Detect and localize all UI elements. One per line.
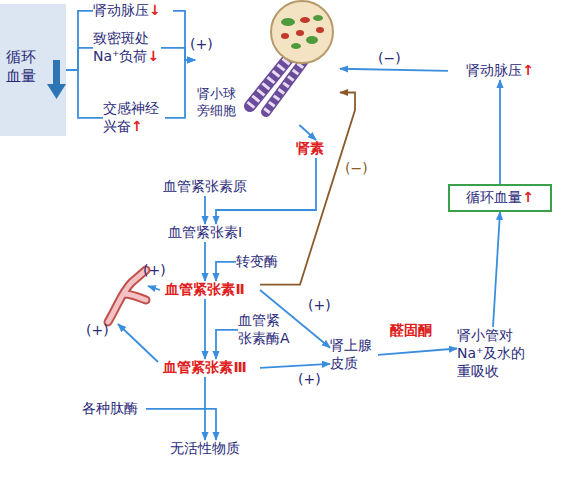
hormone-text: 血管紧张素Ⅱ: [150, 281, 260, 299]
flow-arrow: [66, 11, 93, 70]
tubule: [266, 58, 306, 112]
edge-label: 醛固酮: [390, 322, 432, 339]
sign-label: (+): [86, 322, 109, 339]
blood-cell: [300, 17, 310, 23]
flow-arrow: [146, 409, 216, 440]
enzyme-text: 各种肽酶: [82, 400, 146, 418]
flow-arrow: [161, 48, 195, 60]
flow-arrow: [299, 125, 316, 140]
substance-text: 血管紧张素Ⅰ: [150, 224, 260, 242]
flow-arrow: [66, 70, 103, 118]
enzyme-text: 血管紧 张素酶A: [238, 312, 294, 348]
substance-text: 血管紧张素原: [150, 178, 260, 196]
node-text: 血管紧张素Ⅱ: [165, 281, 244, 297]
band-fill: [0, 4, 66, 136]
node-text: 致密斑处 Na⁺负荷: [93, 30, 149, 64]
node-text: ↓: [147, 48, 159, 64]
factor-text: 交感神经 兴奋↑: [103, 100, 165, 136]
kidney-illustration: 肾小球 旁细胞: [195, 0, 340, 125]
enzyme-text: 转变酶: [236, 253, 288, 271]
node-text: ↑: [131, 118, 143, 134]
effect-text: 肾小管对 Na⁺及水的 重吸收: [457, 327, 529, 381]
node-text: 肾素: [296, 140, 324, 156]
edge-label: (−): [378, 50, 401, 67]
node-text: 转变酶: [236, 253, 278, 269]
hormone-text: 肾素: [296, 140, 336, 158]
edge-label: (+): [298, 371, 321, 388]
sign-label: (+): [190, 36, 213, 53]
node-text: 各种肽酶: [82, 400, 138, 416]
flow-arrow: [165, 60, 195, 118]
blood-cell: [296, 30, 304, 36]
flow-arrow: [216, 330, 238, 359]
flow-arrow: [173, 11, 195, 60]
node-text: 血管紧张素原: [163, 178, 247, 194]
factor-text: 致密斑处 Na⁺负荷↓: [93, 30, 161, 66]
capillary: [281, 18, 295, 26]
flow-arrow: [204, 196, 206, 224]
blood-cell: [281, 33, 289, 39]
down-arrow: [53, 60, 60, 84]
blood-vessel: [108, 270, 146, 322]
capillary: [306, 36, 318, 44]
node-text: 肾小管对 Na⁺及水的 重吸收: [457, 327, 525, 379]
capillary: [291, 43, 301, 49]
flow-arrow: [493, 212, 500, 327]
glomerulus: [271, 1, 333, 63]
quantity-band: 循环 血量: [0, 4, 66, 136]
flow-arrow: [204, 242, 206, 281]
edge-label: (−): [345, 160, 368, 177]
node-text: ↑: [522, 62, 534, 78]
node-text: 循环 血量: [6, 48, 36, 85]
node-text: 循环血量: [466, 189, 522, 205]
tubule-cells: [266, 58, 306, 112]
factor-text: 肾动脉压↓: [93, 2, 173, 20]
flow-arrow: [204, 299, 206, 359]
node-text: ↓: [149, 2, 161, 18]
blood-cell: [316, 27, 324, 33]
node-text: 血管紧张素Ⅰ: [168, 224, 242, 240]
flow-arrow: [378, 348, 457, 354]
node-text: 无活性物质: [170, 440, 240, 456]
organ-text: 肾上腺 皮质: [330, 337, 378, 373]
effect-arrow: [148, 286, 160, 290]
flow-arrow: [499, 80, 501, 184]
capillary: [313, 15, 323, 21]
edge-label: (+): [308, 297, 331, 314]
flow-arrow: [204, 377, 206, 440]
product-text: 无活性物质: [150, 440, 260, 458]
node-text: 肾动脉压: [93, 2, 149, 18]
down-arrow: [47, 84, 66, 99]
result-box: 循环血量↑: [448, 184, 552, 212]
flow-arrow: [260, 364, 330, 368]
node-text: 肾小球 旁细胞: [197, 86, 241, 119]
blood-vessel: [108, 270, 146, 322]
node-text: 血管紧 张素酶A: [238, 312, 290, 346]
hormone-text: 血管紧张素Ⅲ: [150, 359, 260, 377]
node-text: ↑: [522, 189, 534, 205]
node-text: 肾动脉压: [466, 62, 522, 78]
flow-arrow: [216, 262, 236, 281]
flow-arrow: [66, 48, 93, 70]
sign-label: (+): [143, 262, 166, 279]
node-text: 血管紧张素Ⅲ: [163, 359, 246, 375]
node-text: 肾上腺 皮质: [330, 337, 372, 371]
result-text: 肾动脉压↑: [448, 62, 552, 80]
effect-arrow: [118, 324, 158, 362]
flow-arrow: [340, 69, 448, 71]
